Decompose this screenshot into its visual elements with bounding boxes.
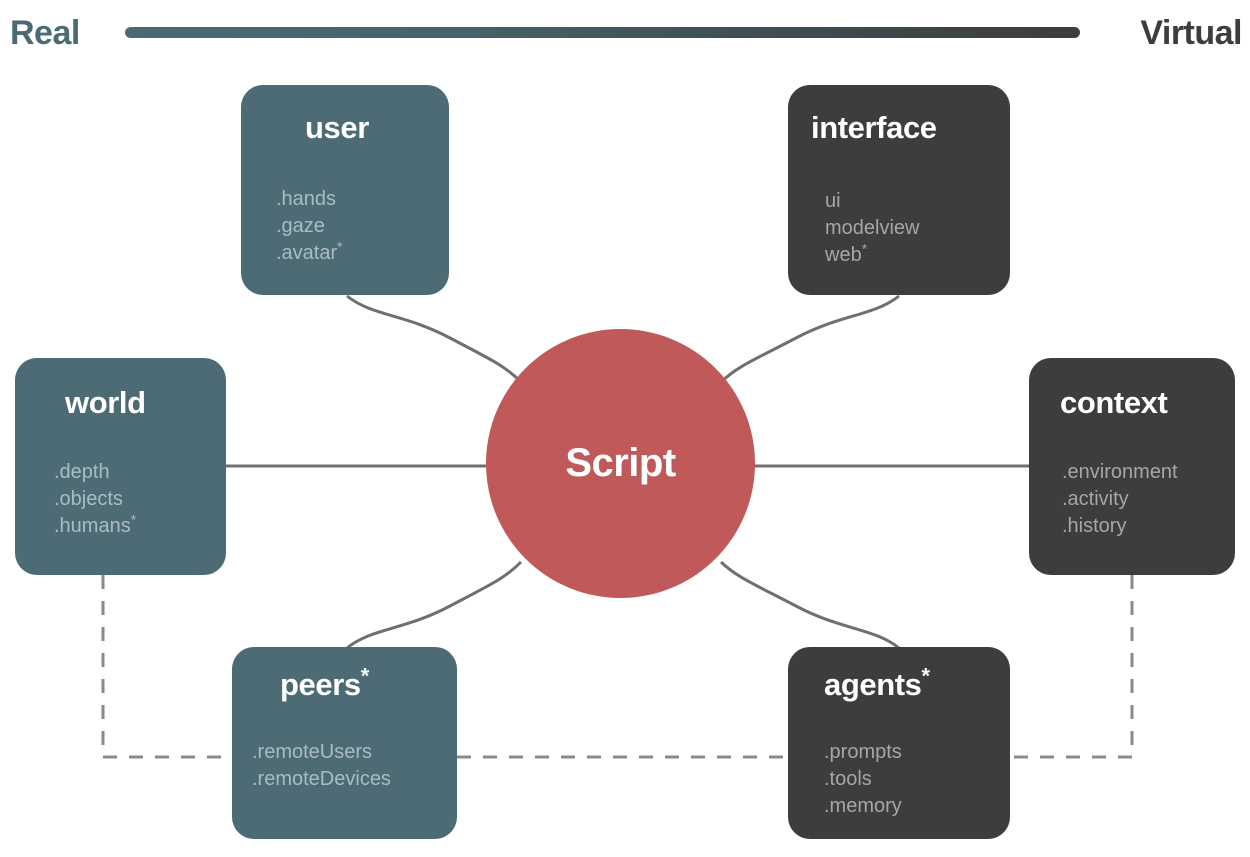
connector-peers-script [346,560,523,650]
node-user-title: user [305,110,369,146]
axis-gradient-bar [125,27,1080,38]
node-user-prop-1: .gaze [276,215,325,237]
node-peers-title: peers* [280,663,370,703]
node-agents-prop-0: .prompts [824,741,902,763]
node-interface-properties: ui modelview web* [825,188,919,269]
node-interface[interactable]: interface ui modelview web* [788,85,1010,295]
node-agents-properties: .prompts .tools .memory [824,739,902,820]
node-interface-prop-1: modelview [825,217,920,239]
node-peers-prop-0: .remoteUsers [252,741,373,763]
node-context-properties: .environment .activity .history [1062,459,1178,540]
connector-interface-script [719,294,900,384]
node-peers-properties: .remoteUsers .remoteDevices [252,739,391,793]
center-node-script[interactable]: Script [486,329,755,598]
node-world-prop-0: .depth [54,461,110,483]
node-user-title-text: user [305,110,369,145]
node-agents[interactable]: agents* .prompts .tools .memory [788,647,1010,839]
node-user[interactable]: user .hands .gaze .avatar* [241,85,449,295]
node-world-prop-2: .humans* [54,511,137,537]
node-world-title: world [65,385,146,421]
node-agents-title-text: agents [824,667,922,702]
node-context-title-text: context [1060,385,1168,420]
node-user-prop-0: .hands [276,188,337,210]
node-interface-prop-0: ui [825,190,841,212]
node-peers-title-star: * [360,663,370,689]
node-world-title-text: world [65,385,146,420]
center-node-label: Script [565,441,676,485]
axis-label-virtual: Virtual [1140,14,1242,52]
connector-agents-script [719,560,900,650]
real-virtual-axis: Real Virtual [0,0,1250,66]
node-peers-prop-1: .remoteDevices [252,768,391,790]
axis-label-real: Real [10,14,80,52]
node-world-properties: .depth .objects .humans* [54,459,136,540]
node-interface-title-text: interface [811,110,937,145]
node-interface-title: interface [811,110,937,146]
node-agents-prop-2: .memory [824,795,902,817]
node-interface-prop-2: web* [825,240,868,266]
node-context-title: context [1060,385,1168,421]
node-context-prop-2: .history [1062,515,1127,537]
node-agents-title: agents* [824,663,931,703]
connector-context-agents-dashed [1010,575,1134,759]
node-peers-title-text: peers [280,667,361,702]
node-context[interactable]: context .environment .activity .history [1029,358,1235,575]
node-world-prop-1: .objects [54,488,123,510]
node-context-prop-1: .activity [1062,488,1129,510]
node-agents-title-star: * [921,663,931,689]
node-user-properties: .hands .gaze .avatar* [276,186,343,267]
node-world[interactable]: world .depth .objects .humans* [15,358,226,575]
node-user-prop-2: .avatar* [276,238,343,264]
connector-user-script [346,294,523,384]
node-agents-prop-1: .tools [824,768,872,790]
node-context-prop-0: .environment [1062,461,1178,483]
node-peers[interactable]: peers* .remoteUsers .remoteDevices [232,647,457,839]
